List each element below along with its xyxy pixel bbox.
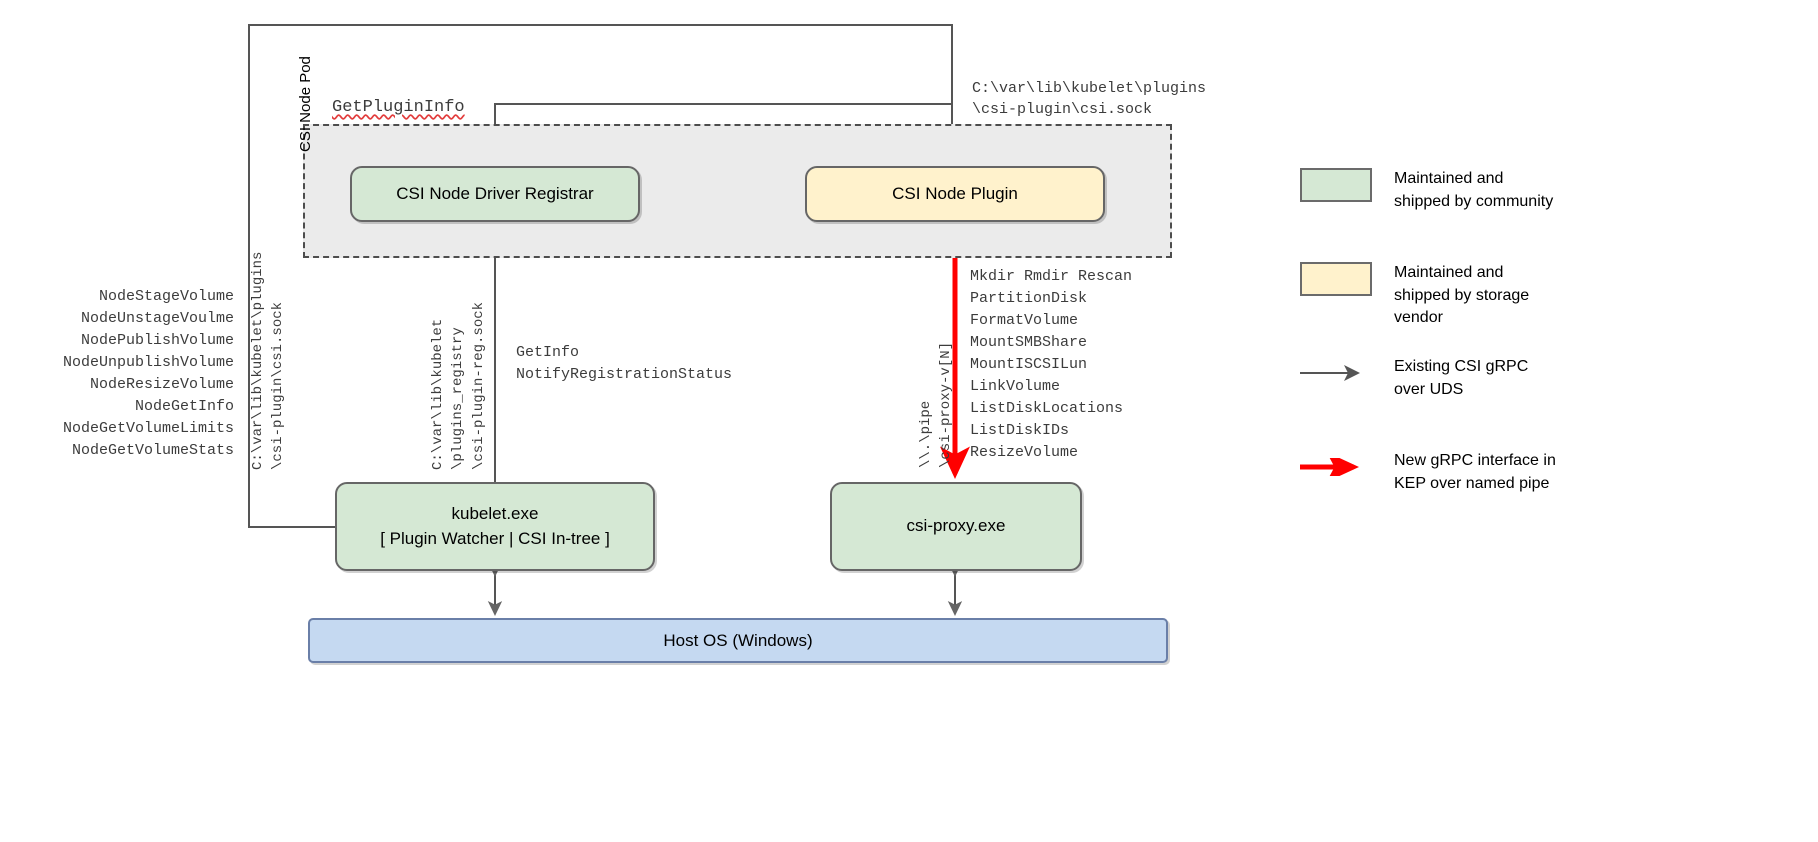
label-kubelet-csi-socket-path: C:\var\lib\kubelet\plugins \csi-plugin\c… — [250, 251, 287, 470]
node-csi-node-plugin-label: CSI Node Plugin — [892, 183, 1018, 203]
node-csi-node-plugin[interactable]: CSI Node Plugin — [805, 166, 1105, 222]
node-host-os[interactable]: Host OS (Windows) — [308, 618, 1168, 663]
label-csi-proxy-operation-list: Mkdir Rmdir Rescan PartitionDisk FormatV… — [970, 268, 1133, 462]
csi-node-pod-label: CSI Node Pod — [297, 56, 314, 152]
legend-item-new-grpc: New gRPC interface in KEP over named pip… — [1300, 450, 1562, 495]
legend-item-existing-grpc: Existing CSI gRPC over UDS — [1300, 356, 1562, 401]
legend-item-storage-vendor: Maintained and shipped by storage vendor — [1300, 262, 1562, 330]
legend-item-community: Maintained and shipped by community — [1300, 168, 1562, 213]
label-csi-node-rpc-list: NodeStageVolume NodeUnstageVoulme NodePu… — [62, 288, 234, 460]
node-kubelet-exe-sublabel: [ Plugin Watcher | CSI In-tree ] — [380, 528, 610, 548]
legend-item-existing-grpc-label: Existing CSI gRPC over UDS — [1394, 358, 1529, 398]
node-csi-node-driver-registrar[interactable]: CSI Node Driver Registrar — [350, 166, 640, 222]
node-kubelet-exe-label: kubelet.exe — [451, 503, 539, 523]
legend-swatch-green-icon — [1300, 168, 1372, 202]
legend-item-community-label: Maintained and shipped by community — [1394, 170, 1554, 210]
legend-item-storage-vendor-label: Maintained and shipped by storage vendor — [1394, 264, 1530, 327]
node-csi-proxy-exe[interactable]: csi-proxy.exe — [830, 482, 1082, 571]
legend-swatch-yellow-icon — [1300, 262, 1372, 296]
label-csi-plugin-socket-path: C:\var\lib\kubelet\plugins \csi-plugin\c… — [972, 80, 1207, 119]
legend-gray-arrow-icon — [1300, 356, 1372, 390]
node-csi-node-driver-registrar-label: CSI Node Driver Registrar — [396, 183, 594, 203]
legend-item-new-grpc-label: New gRPC interface in KEP over named pip… — [1394, 452, 1556, 492]
node-host-os-label: Host OS (Windows) — [663, 630, 813, 650]
edge-kubelet-to-csi-node-plugin — [248, 24, 960, 528]
label-registration-calls: GetInfo NotifyRegistrationStatus — [516, 344, 733, 384]
label-kubelet-registry-socket-path: C:\var\lib\kubelet \plugins_registry \cs… — [430, 301, 487, 470]
label-csi-proxy-named-pipe-path: \\.\pipe \csi-proxy-v[N] — [918, 341, 955, 468]
label-get-plugin-info: GetPluginInfo — [332, 98, 465, 117]
node-csi-proxy-exe-label: csi-proxy.exe — [906, 516, 1006, 536]
legend-red-arrow-icon — [1300, 450, 1372, 484]
node-kubelet-exe[interactable]: kubelet.exe [ Plugin Watcher | CSI In-tr… — [335, 482, 655, 571]
